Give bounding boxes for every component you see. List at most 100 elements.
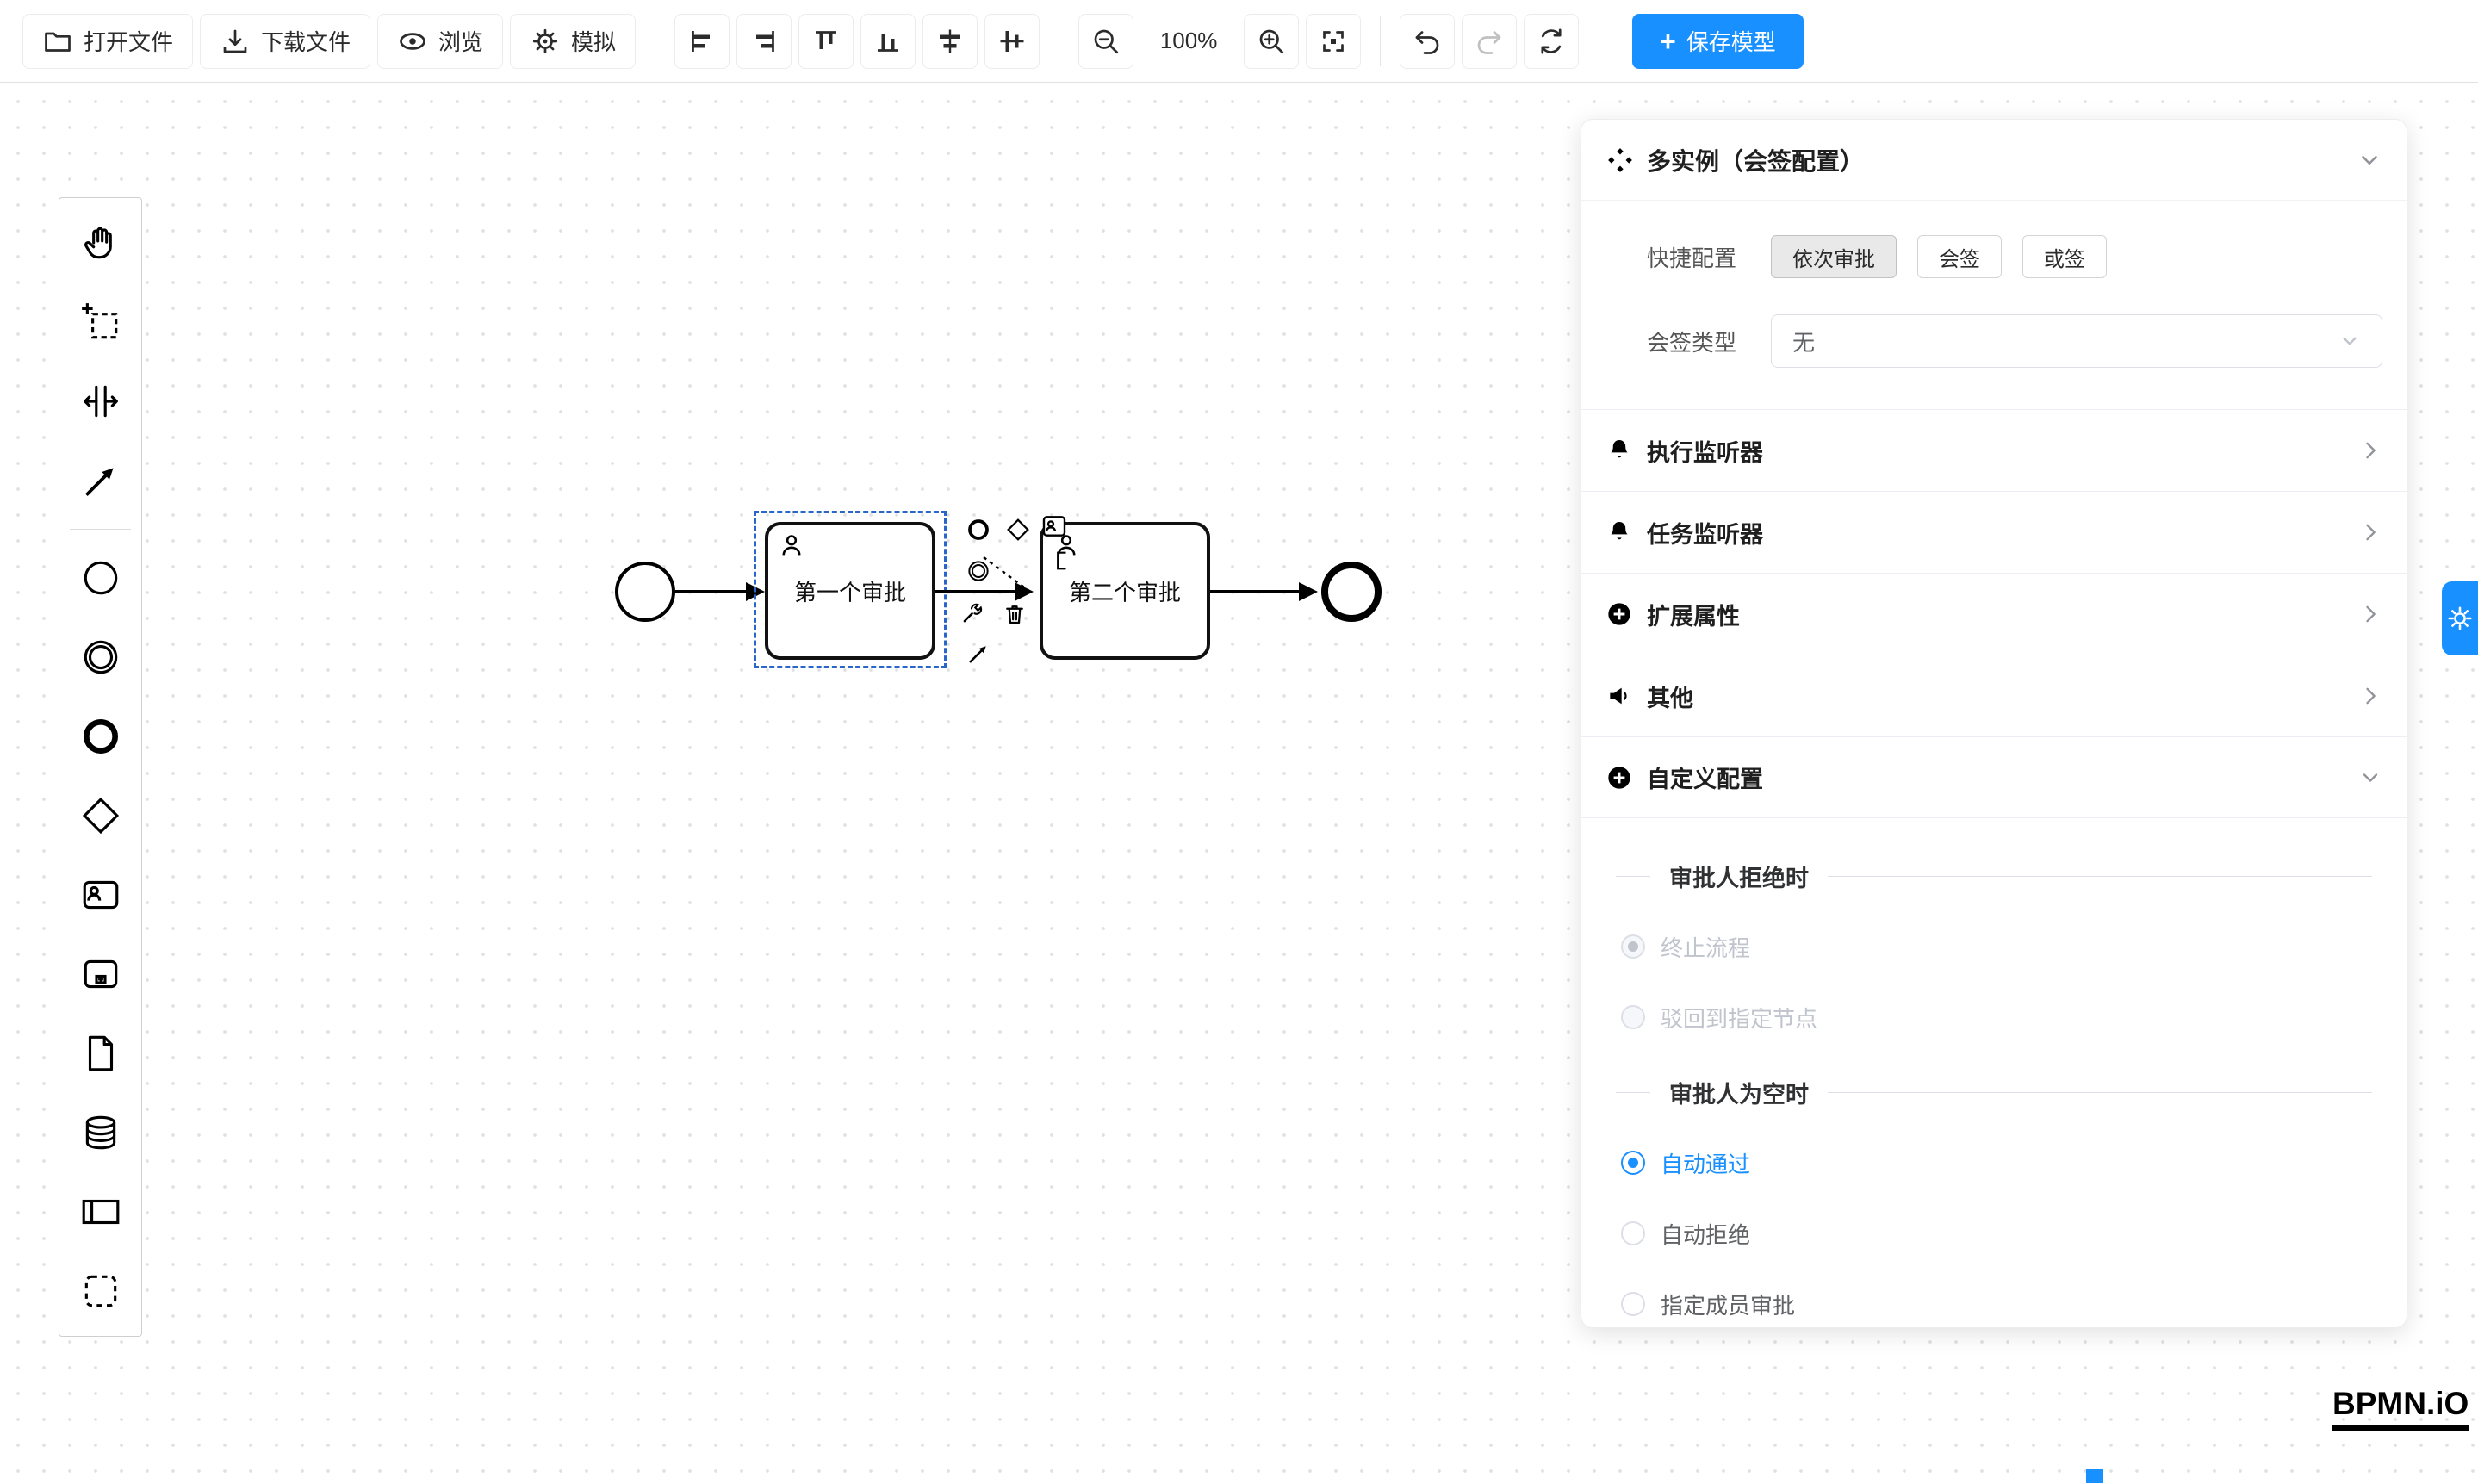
intermediate-event-icon [79,636,122,679]
simulate-button[interactable]: 模拟 [510,13,637,69]
palette-end-event[interactable] [59,697,141,776]
palette-subprocess[interactable] [59,934,141,1014]
start-event-shape[interactable] [615,562,675,622]
undo-button[interactable] [1400,13,1456,69]
append-text-annotation-button[interactable] [1047,545,1078,576]
radio-assign-member[interactable]: 指定成员审批 [1581,1287,2407,1321]
sequence-flow-1[interactable] [675,590,748,593]
toolbar-separator [1380,16,1382,66]
quick-config-row: 快捷配置 依次审批 会签 或签 [1581,235,2407,278]
zoom-out-icon [1090,26,1121,57]
preview-label: 浏览 [438,29,484,55]
radio-auto-reject[interactable]: 自动拒绝 [1581,1216,2407,1251]
section-other[interactable]: 其他 [1581,655,2407,736]
quick-option-countersign[interactable]: 会签 [1917,235,2002,278]
zoom-out-button[interactable] [1078,13,1134,69]
palette-intermediate-event[interactable] [59,618,141,697]
connect-button[interactable] [963,638,994,669]
align-left-button[interactable] [674,13,730,69]
append-intermediate-event-button[interactable] [963,556,994,587]
zoom-in-button[interactable] [1244,13,1300,69]
preview-button[interactable]: 浏览 [377,13,504,69]
end-event-shape[interactable] [1321,562,1382,622]
palette-gateway[interactable] [59,776,141,855]
sign-type-label: 会签类型 [1646,329,1736,356]
palette-hand-tool[interactable] [59,203,141,283]
sign-type-row: 会签类型 无 [1581,314,2407,368]
section-execution-listener[interactable]: 执行监听器 [1581,409,2407,491]
section-custom-config[interactable]: 自定义配置 [1581,736,2407,818]
radio-button[interactable] [1621,1005,1645,1029]
center-vertical-icon [997,26,1028,57]
canvas-bottom-marker [2086,1469,2103,1483]
bpmn-io-logo[interactable]: BPMN.iO [2332,1386,2469,1431]
palette-lasso-tool[interactable] [59,283,141,362]
megaphone-icon [1605,682,1633,710]
user-icon [777,531,806,560]
properties-panel: 多实例（会签配置） 快捷配置 依次审批 会签 或签 会签类型 无 执行监听器 [1581,119,2407,1328]
center-horizontal-button[interactable] [922,13,978,69]
radio-button[interactable] [1621,934,1645,959]
palette-group[interactable] [59,1251,141,1331]
palette-participant[interactable] [59,1172,141,1251]
sequence-flow-3[interactable] [1210,590,1301,593]
palette-global-connect-tool[interactable] [59,441,141,520]
arrowhead [1299,582,1318,601]
align-top-button[interactable] [798,13,854,69]
append-end-event-button[interactable] [963,514,994,545]
align-right-button[interactable] [736,13,792,69]
palette-data-store[interactable] [59,1093,141,1172]
section-task-listener[interactable]: 任务监听器 [1581,491,2407,573]
gateway-icon [79,794,122,837]
replace-element-button[interactable] [956,599,987,630]
fit-viewport-button[interactable] [1306,13,1362,69]
task-second-approval[interactable]: 第二个审批 [1040,522,1210,660]
sequence-flow-2[interactable] [935,590,1016,593]
palette-user-task[interactable] [59,855,141,934]
radio-button[interactable] [1621,1221,1645,1245]
redo-icon [1474,26,1505,57]
radio-button[interactable] [1621,1292,1645,1316]
radio-terminate-process[interactable]: 终止流程 [1581,929,2407,964]
plus-circle-icon [1605,600,1633,628]
section-extended-properties[interactable]: 扩展属性 [1581,573,2407,655]
multi-instance-section-header[interactable]: 多实例（会签配置） [1581,120,2407,201]
align-left-icon [686,26,717,57]
delete-element-button[interactable] [999,599,1030,630]
download-file-button[interactable]: 下载文件 [200,13,371,69]
refresh-button[interactable] [1524,13,1580,69]
panel-toggle-tab[interactable] [2442,581,2478,655]
palette-start-event[interactable] [59,538,141,618]
chevron-down-icon [2357,147,2382,173]
radio-button[interactable] [1621,1151,1645,1175]
refresh-icon [1536,26,1567,57]
open-file-button[interactable]: 打开文件 [22,13,194,69]
append-end-event-icon [966,517,991,543]
center-vertical-button[interactable] [984,13,1040,69]
quick-option-sequential[interactable]: 依次审批 [1771,235,1897,278]
chevron-right-icon [2358,684,2382,708]
radio-return-to-node[interactable]: 驳回到指定节点 [1581,1000,2407,1034]
quick-option-orsign[interactable]: 或签 [2022,235,2107,278]
sign-type-select[interactable]: 无 [1771,314,2382,368]
radio-auto-pass[interactable]: 自动通过 [1581,1146,2407,1180]
palette-data-object[interactable] [59,1014,141,1093]
arrowhead [746,582,765,601]
fit-viewport-icon [1318,26,1349,57]
connect-arrow-icon [79,459,122,502]
divider-line [1828,876,2372,877]
plus-icon: + [1660,25,1676,57]
task-first-approval[interactable]: 第一个审批 [765,522,935,660]
zoom-level: 100% [1159,28,1218,53]
save-model-button[interactable]: + 保存模型 [1632,13,1804,69]
append-gateway-button[interactable] [1003,514,1034,545]
align-bottom-button[interactable] [860,13,916,69]
trash-icon [1002,601,1028,627]
pool-icon [79,1190,122,1233]
user-task-icon [79,873,122,916]
redo-button[interactable] [1462,13,1518,69]
append-text-annotation-icon [1051,549,1075,573]
append-user-task-button[interactable] [1039,511,1070,542]
palette-space-tool[interactable] [59,362,141,441]
